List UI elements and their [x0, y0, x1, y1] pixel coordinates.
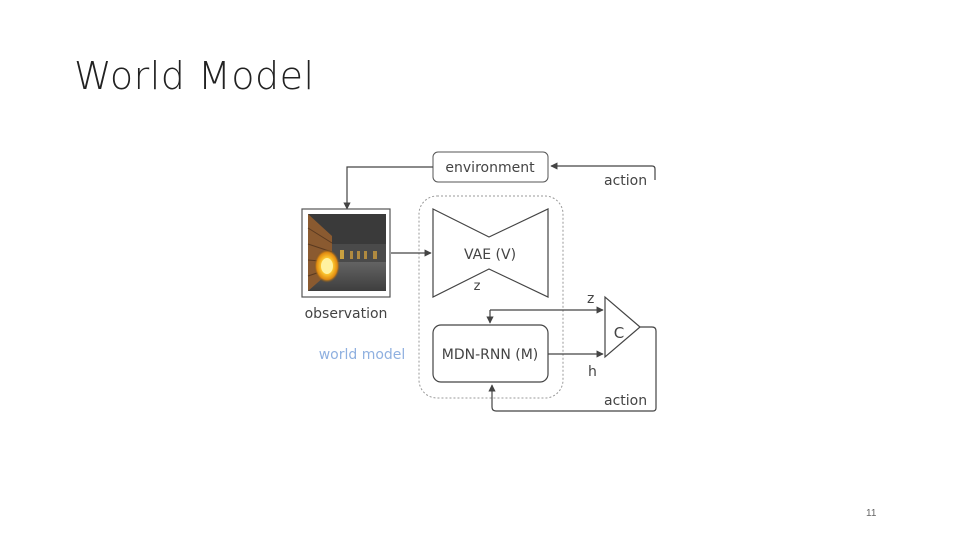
page-number: 11 — [866, 508, 877, 519]
vae-z-label: z — [474, 279, 481, 294]
observation-frame — [301, 208, 391, 298]
mdn-rnn-box: MDN-RNN (M) — [432, 324, 549, 383]
mdn-rnn-label: MDN-RNN (M) — [442, 347, 539, 363]
vae-label: VAE (V) — [464, 247, 516, 263]
action-to-environment-arrow — [550, 162, 656, 180]
world-model-container — [418, 195, 564, 399]
slide-title: World Model — [74, 54, 315, 98]
controller-z-label: z — [587, 291, 594, 307]
action-bottom-label: action — [604, 393, 647, 409]
observation-label: observation — [305, 306, 388, 322]
world-model-label: world model — [319, 347, 406, 363]
environment-box: environment — [432, 151, 549, 183]
controller-shape: C — [604, 295, 641, 359]
environment-label: environment — [445, 160, 535, 176]
vae-shape — [432, 208, 549, 298]
env-to-observation-arrow — [343, 166, 433, 210]
controller-label: C — [614, 324, 624, 342]
h-label: h — [588, 364, 597, 380]
controller-output-line — [488, 326, 657, 412]
observation-image — [307, 214, 386, 291]
action-top-label: action — [604, 173, 647, 189]
